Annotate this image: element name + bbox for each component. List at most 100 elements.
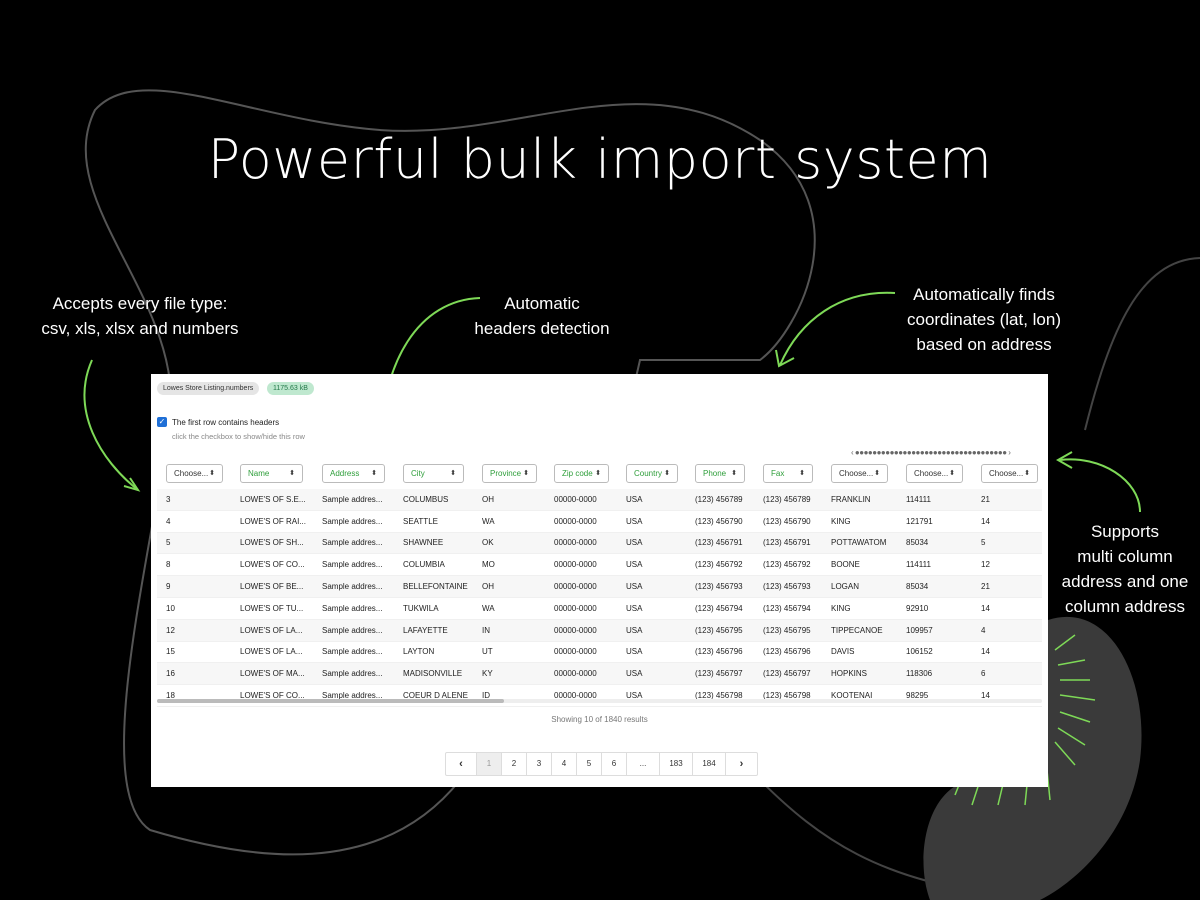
page-button[interactable]: 2 [502, 753, 527, 775]
page-button[interactable]: 183 [660, 753, 693, 775]
table-cell: 3 [166, 494, 171, 504]
background-shape-gray [923, 616, 1142, 900]
table-cell: WA [482, 603, 495, 613]
table-cell: 00000-0000 [554, 647, 597, 657]
table-cell: USA [626, 538, 643, 548]
table-cell: USA [626, 625, 643, 635]
table-cell: KOOTENAI [831, 691, 873, 701]
table-cell: 00000-0000 [554, 538, 597, 548]
page-button[interactable]: 3 [527, 753, 552, 775]
table-cell: 14 [981, 516, 990, 526]
annotation-line: Automatically finds [913, 285, 1055, 304]
column-mapping-select[interactable]: Country⬍ [626, 464, 678, 483]
column-mapping-select[interactable]: City⬍ [403, 464, 464, 483]
table-cell: FRANKLIN [831, 494, 871, 504]
arrow-coordinates-head [775, 349, 795, 368]
table-cell: WA [482, 516, 495, 526]
table-cell: IN [482, 625, 490, 635]
column-scroll-indicator[interactable]: ‹ ●●●●●●●●●●●●●●●●●●●●●●●●●●●●●●●●●●● › [851, 448, 1011, 457]
table-cell: 5 [166, 538, 171, 548]
table-cell: LOWE'S OF LA... [240, 625, 303, 635]
sort-arrows-icon: ⬍ [949, 470, 955, 477]
column-mapping-select[interactable]: Fax⬍ [763, 464, 813, 483]
table-cell: LAFAYETTE [403, 625, 448, 635]
table-cell: 85034 [906, 538, 929, 548]
table-cell: 4 [981, 625, 986, 635]
page-button[interactable]: 5 [577, 753, 602, 775]
column-mapping-label: Name [248, 469, 270, 478]
annotation-line: Accepts every file type: [52, 294, 228, 313]
column-mapping-select[interactable]: Name⬍ [240, 464, 303, 483]
page-button[interactable]: 184 [693, 753, 726, 775]
annotation-line: multi column [1077, 547, 1173, 566]
column-mapping-select[interactable]: Choose...⬍ [906, 464, 963, 483]
table-cell: Sample addres... [322, 625, 383, 635]
chevron-right-icon[interactable]: › [1008, 448, 1011, 457]
annotation-line: coordinates (lat, lon) [906, 310, 1062, 329]
table-cell: 4 [166, 516, 171, 526]
column-page-dots: ●●●●●●●●●●●●●●●●●●●●●●●●●●●●●●●●●●● [854, 448, 1007, 457]
table-cell: ID [482, 691, 490, 701]
annotation-line: csv, xls, xlsx and numbers [41, 319, 239, 338]
table-cell: 00000-0000 [554, 603, 597, 613]
sort-arrows-icon: ⬍ [209, 470, 215, 477]
table-cell: 106152 [906, 647, 933, 657]
column-mapping-select[interactable]: Province⬍ [482, 464, 537, 483]
column-mapping-select[interactable]: Choose...⬍ [831, 464, 888, 483]
table-cell: 118306 [906, 669, 933, 679]
annotation-file-types: Accepts every file type: csv, xls, xlsx … [20, 291, 260, 341]
table-cell: SHAWNEE [403, 538, 444, 548]
annotation-headers: Automatic headers detection [452, 291, 632, 341]
table-cell: 114111 [906, 560, 931, 570]
table-cell: 9 [166, 582, 171, 592]
table-cell: 21 [981, 582, 990, 592]
horizontal-scrollbar[interactable] [157, 699, 1042, 703]
table-cell: Sample addres... [322, 647, 383, 657]
column-mapping-select[interactable]: Choose...⬍ [166, 464, 223, 483]
page-button[interactable]: ... [627, 753, 660, 775]
table-cell: (123) 456790 [695, 516, 743, 526]
annotation-line: Automatic [504, 294, 580, 313]
table-cell: (123) 456793 [695, 582, 743, 592]
scrollbar-thumb[interactable] [157, 699, 504, 703]
column-mapping-select[interactable]: Address ⬍ [322, 464, 385, 483]
column-mapping-select[interactable]: Choose...⬍ [981, 464, 1038, 483]
page-button[interactable]: 1 [477, 753, 502, 775]
table-cell: Sample addres... [322, 494, 383, 504]
table-cell: (123) 456790 [763, 516, 811, 526]
table-cell: MADISONVILLE [403, 669, 463, 679]
table-cell: (123) 456791 [695, 538, 743, 548]
table-cell: LOGAN [831, 582, 860, 592]
table-cell: (123) 456792 [695, 560, 743, 570]
first-row-headers-checkbox[interactable]: ✓ [157, 417, 167, 427]
column-mapping-label: Address [330, 469, 360, 478]
table-cell: 00000-0000 [554, 516, 597, 526]
table-cell: TIPPECANOE [831, 625, 883, 635]
table-cell: SEATTLE [403, 516, 438, 526]
column-mapping-label: Choose... [174, 469, 209, 478]
next-page-icon[interactable]: › [739, 758, 744, 770]
table-cell: 5 [981, 538, 986, 548]
sort-arrows-icon: ⬍ [874, 470, 880, 477]
table-cell: OH [482, 582, 494, 592]
prev-page-icon[interactable]: ‹ [446, 753, 477, 775]
table-cell: (123) 456798 [763, 691, 811, 701]
chevron-left-icon[interactable]: ‹ [851, 448, 854, 457]
table-cell: 109957 [906, 625, 933, 635]
table-cell: Sample addres... [322, 560, 383, 570]
first-row-headers-hint: click the checkbox to show/hide this row [172, 432, 305, 441]
table-cell: LOWE'S OF CO... [240, 560, 305, 570]
page-button[interactable]: 6 [602, 753, 627, 775]
column-mapping-label: Country [634, 469, 663, 478]
sort-arrows-icon: ⬍ [371, 470, 377, 477]
table-cell: 14 [981, 647, 990, 657]
column-mapping-label: Zip code [562, 469, 593, 478]
table-cell: KY [482, 669, 493, 679]
import-panel: Lowes Store Listing.numbers 1175.63 kB ✓… [151, 374, 1048, 787]
column-mapping-select[interactable]: Phone⬍ [695, 464, 745, 483]
column-mapping-select[interactable]: Zip code⬍ [554, 464, 609, 483]
page-button[interactable]: 4 [552, 753, 577, 775]
